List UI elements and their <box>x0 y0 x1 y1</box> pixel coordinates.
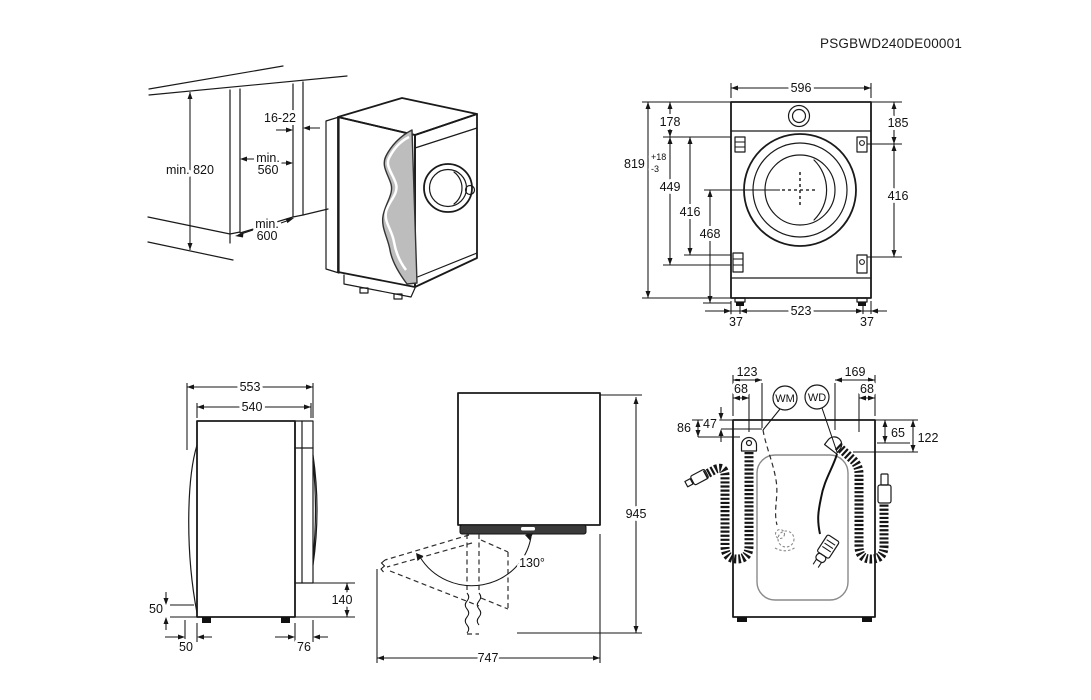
door-opening-view: 130° 945 747 <box>376 392 649 668</box>
furniture-door-panel <box>381 129 418 285</box>
open-door-positions <box>380 534 509 635</box>
door-945-label: 945 <box>626 507 647 521</box>
side-553-label: 553 <box>240 380 261 394</box>
front-468-label: 468 <box>700 227 721 241</box>
side-dimensions: 553 540 50 50 76 140 <box>146 377 355 657</box>
left-drain-hose <box>684 436 758 564</box>
side-76-label: 76 <box>297 640 311 654</box>
front-416-left-label: 416 <box>680 205 701 219</box>
side-140-label: 140 <box>332 593 353 607</box>
front-37-left-label: 37 <box>729 315 743 329</box>
door-swing-arc: 130° <box>416 533 548 587</box>
rear-dimensions: 123 68 169 68 86 47 65 122 <box>674 362 941 453</box>
front-view: 596 819 +18 -3 178 449 416 468 185 416 3… <box>621 78 911 332</box>
rear-123-label: 123 <box>737 365 758 379</box>
wd-badge: WD <box>808 392 826 404</box>
side-furniture-door <box>294 420 314 584</box>
front-185-label: 185 <box>888 116 909 130</box>
front-178-label: 178 <box>660 115 681 129</box>
rear-65-label: 65 <box>891 426 905 440</box>
front-416-right-label: 416 <box>888 189 909 203</box>
rear-bulge <box>188 444 198 614</box>
front-height-tol-minus: -3 <box>651 164 659 174</box>
detergent-drawer-knob <box>787 104 811 128</box>
rear-68-right-label: 68 <box>860 382 874 396</box>
top-view-machine <box>457 392 601 535</box>
model-code-label: PSGBWD240DE00001 <box>820 36 963 51</box>
porthole-door-3d <box>423 163 476 213</box>
kitchen-cabinet-outline <box>147 65 348 261</box>
side-view: 553 540 50 50 76 140 <box>146 377 355 657</box>
side-50-rear-clearance-label: 50 <box>149 602 163 616</box>
rear-86-label: 86 <box>677 421 691 435</box>
niche-min-width-prefix: min. <box>256 151 280 165</box>
niche-min-depth-prefix: min. <box>255 217 279 231</box>
door-handle <box>521 527 535 531</box>
rear-view: WM WD 123 68 169 68 86 47 65 <box>674 362 941 622</box>
front-height-label: 819 <box>624 157 645 171</box>
side-machine-outline <box>188 420 318 623</box>
side-540-label: 540 <box>242 400 263 414</box>
water-supply-dashed-hose <box>762 429 797 552</box>
niche-min-height-label: min. 820 <box>166 163 214 177</box>
niche-min-depth-value: 600 <box>257 229 278 243</box>
niche-installation-view: min. 820 16-22 min. 560 min. 600 <box>147 65 478 300</box>
door-angle-label: 130° <box>519 556 545 570</box>
machine-3d <box>325 97 478 300</box>
front-feet <box>734 297 868 306</box>
niche-dimensions: min. 820 16-22 min. 560 min. 600 <box>163 92 320 250</box>
door-747-label: 747 <box>478 651 499 665</box>
niche-min-width-value: 560 <box>258 163 279 177</box>
rear-panel-recess <box>756 454 849 601</box>
rear-68-left-label: 68 <box>734 382 748 396</box>
wm-badge: WM <box>775 393 795 405</box>
front-dimensions: 596 819 +18 -3 178 449 416 468 185 416 3… <box>621 78 911 332</box>
rear-47-label: 47 <box>703 417 717 431</box>
rear-machine-outline <box>732 419 876 622</box>
front-width-label: 596 <box>791 81 812 95</box>
connection-badges: WM WD <box>762 384 838 453</box>
front-449-label: 449 <box>660 180 681 194</box>
right-drain-hose <box>823 436 892 564</box>
front-machine-outline <box>730 101 872 299</box>
front-37-right-label: 37 <box>860 315 874 329</box>
door-view-dimensions: 945 747 <box>376 394 649 668</box>
rear-169-label: 169 <box>845 365 866 379</box>
rear-122-label: 122 <box>918 431 939 445</box>
niche-panel-thickness-label: 16-22 <box>264 111 296 125</box>
front-height-tol-plus: +18 <box>651 152 666 162</box>
door-glass-bulge <box>312 454 318 566</box>
front-523-label: 523 <box>791 304 812 318</box>
hinge-and-bracket-blocks <box>732 136 868 274</box>
power-cord-and-plug <box>812 453 840 568</box>
side-50-rear-foot-label: 50 <box>179 640 193 654</box>
